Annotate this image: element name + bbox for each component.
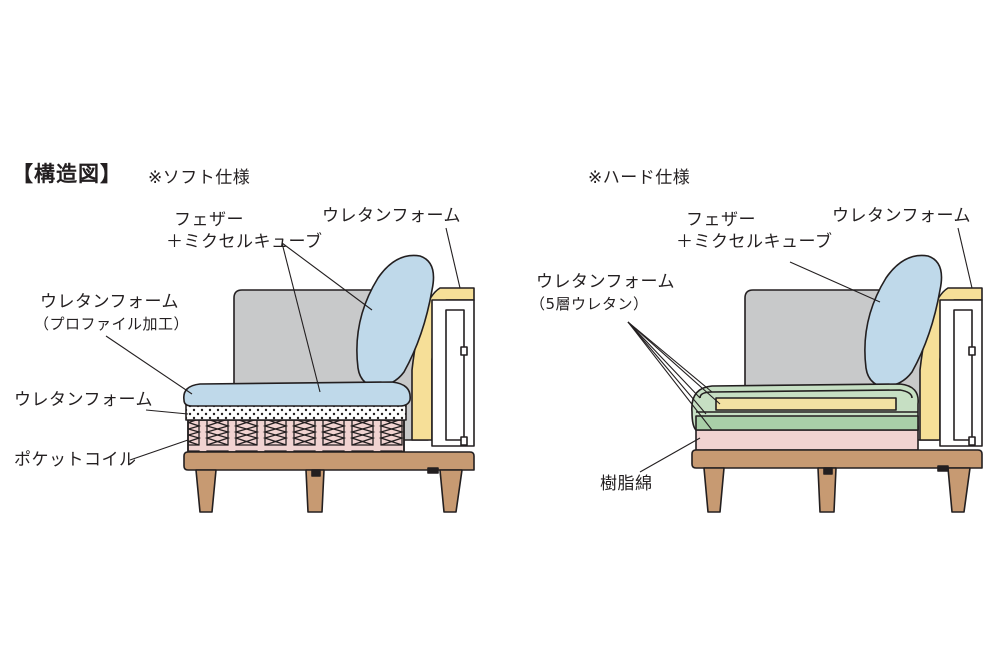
soft-label-urethane-back: ウレタンフォーム <box>322 206 461 226</box>
hard-label-five-layer: （5層ウレタン） <box>530 295 649 313</box>
hard-yellow-layer <box>715 397 897 411</box>
hard-label-urethane-back: ウレタンフォーム <box>832 206 971 226</box>
hard-leg-left <box>703 467 725 513</box>
soft-heading: ※ソフト仕様 <box>148 168 251 188</box>
soft-label-urethane-profile: ウレタンフォーム <box>40 292 179 312</box>
diagram-title: 【構造図】 <box>12 162 122 186</box>
soft-leader-lines <box>105 227 461 461</box>
soft-leg-right <box>439 469 463 513</box>
hard-leader-lines <box>627 227 973 473</box>
soft-label-urethane: ウレタンフォーム <box>14 390 153 410</box>
soft-label-feather-mixcel: ＋ミクセルキューブ <box>166 232 323 252</box>
soft-leg-left <box>195 469 217 513</box>
soft-label-pocket-coil: ポケットコイル <box>14 450 137 470</box>
hard-sofa <box>691 254 983 513</box>
soft-label-feather: フェザー <box>174 210 244 230</box>
soft-sofa <box>183 254 475 513</box>
hard-label-feather: フェザー <box>686 210 756 230</box>
hard-label-resin-cotton: 樹脂綿 <box>600 474 653 494</box>
soft-base <box>183 451 475 471</box>
soft-seat-cushion <box>183 381 411 407</box>
hard-heading: ※ハード仕様 <box>588 168 691 188</box>
soft-pocket-coil <box>187 419 405 453</box>
soft-label-profile-processing: （プロファイル加工） <box>34 315 190 333</box>
hard-label-feather-mixcel: ＋ミクセルキューブ <box>676 232 833 252</box>
hard-base <box>691 449 983 469</box>
hard-leg-right <box>947 467 971 513</box>
hard-label-urethane-layers: ウレタンフォーム <box>536 272 675 292</box>
